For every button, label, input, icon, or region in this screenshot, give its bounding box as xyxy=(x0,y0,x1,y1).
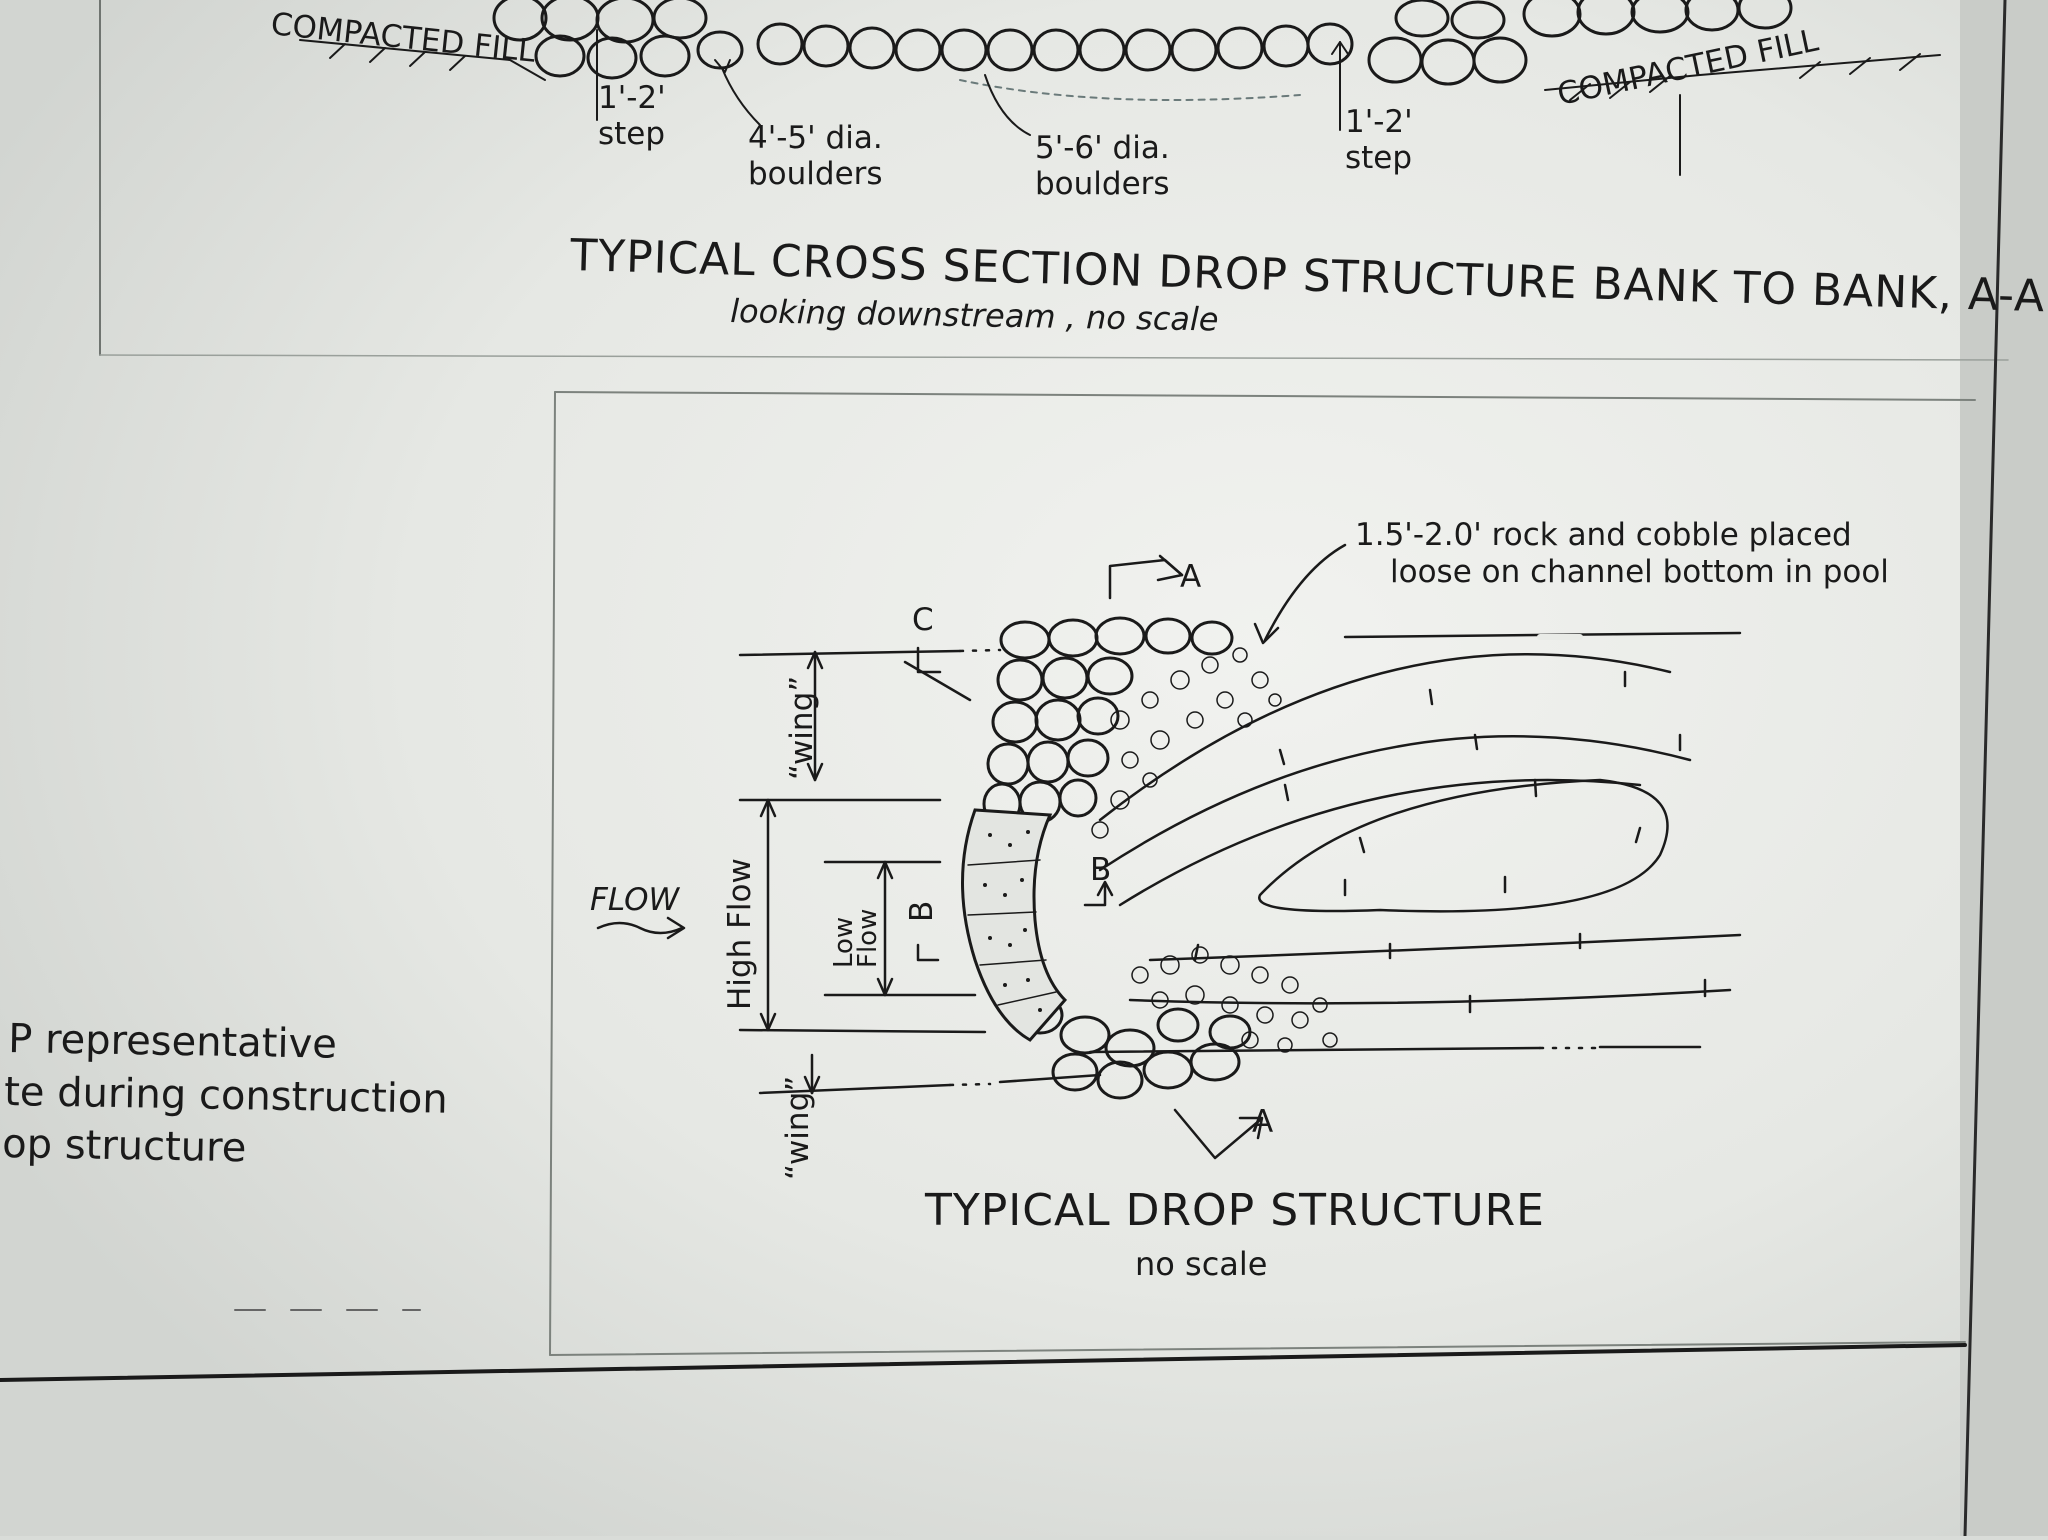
rock-note-line-1: 1.5'-2.0' rock and cobble placed xyxy=(1355,517,1852,553)
cross-section-subtitle: looking downstream , no scale xyxy=(730,292,1219,339)
core-stipple xyxy=(983,830,1042,1012)
plan-view-drawing: 1.5'-2.0' rock and cobble placed loose o… xyxy=(590,517,1889,1283)
rock-note-line-2: loose on channel bottom in pool xyxy=(1390,554,1889,590)
boulders-large-line-2: boulders xyxy=(1035,166,1170,202)
drop-structure-boulders xyxy=(982,616,1252,1100)
boulders-small-line-2: boulders xyxy=(748,156,883,192)
panel-borders xyxy=(0,0,2009,1538)
cross-section-lines xyxy=(299,29,1941,176)
boulders-small-line-1: 4'-5' dia. xyxy=(748,120,883,156)
side-note: P representative te during construction … xyxy=(2,1016,448,1171)
side-note-line-2: te during construction xyxy=(4,1069,448,1123)
wing-top-label: “wing” xyxy=(784,676,820,780)
cobble-fields xyxy=(1091,647,1338,1053)
side-note-line-3: op structure xyxy=(2,1121,247,1171)
plan-view-title: TYPICAL DROP STRUCTURE xyxy=(924,1185,1545,1236)
dimension-lines xyxy=(596,543,1347,1160)
wing-bottom-label: “wing” xyxy=(780,1076,816,1180)
section-a-bottom-label: A xyxy=(1252,1104,1273,1140)
step-left-line-2: step xyxy=(598,116,665,152)
step-left-line-1: 1'-2' xyxy=(598,80,666,116)
section-a-top-label: A xyxy=(1180,559,1201,595)
section-c-label: C xyxy=(912,602,934,638)
side-note-line-1: P representative xyxy=(8,1016,337,1068)
sheet-right-edge xyxy=(1960,0,2048,1536)
low-flow-label-line-1: Low xyxy=(829,917,859,968)
plan-view-subtitle: no scale xyxy=(1135,1245,1267,1283)
boulders-large-line-1: 5'-6' dia. xyxy=(1035,130,1170,166)
core-dividers xyxy=(967,859,1057,1006)
flow-label: FLOW xyxy=(590,882,681,918)
step-right-line-2: step xyxy=(1345,140,1412,176)
section-b-right-label: B xyxy=(1090,852,1111,888)
grouted-core xyxy=(961,808,1068,1042)
step-right-line-1: 1'-2' xyxy=(1345,104,1413,140)
section-b-left-label: B xyxy=(904,901,940,922)
high-flow-label: High Flow xyxy=(722,858,758,1010)
cross-section-boulders xyxy=(492,0,1793,86)
low-flow-label-line-2: Flow xyxy=(853,909,883,968)
